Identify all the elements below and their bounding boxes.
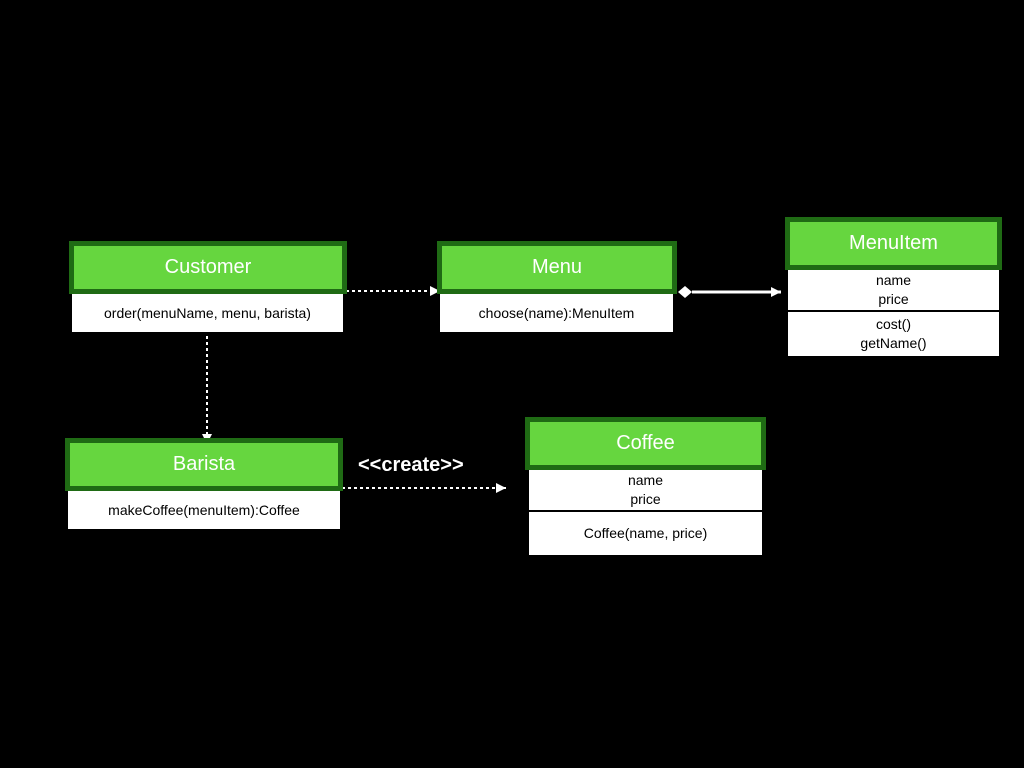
fields-section: name price [788, 270, 999, 310]
class-name: Menu [531, 256, 583, 278]
methods-section: cost() getName() [788, 310, 999, 356]
class-name: Barista [172, 453, 236, 475]
class-customer[interactable]: Customer order(menuName, menu, barista) [69, 241, 347, 332]
field: price [878, 291, 909, 307]
composition-diamond [678, 286, 692, 298]
method: getName() [860, 335, 927, 351]
methods-section: makeCoffee(menuItem):Coffee [68, 491, 340, 529]
methods-section: order(menuName, menu, barista) [72, 294, 343, 332]
class-menu[interactable]: Menu choose(name):MenuItem [437, 241, 677, 332]
class-name: Customer [164, 256, 252, 278]
method: cost() [876, 316, 911, 332]
method: order(menuName, menu, barista) [104, 304, 311, 321]
create-stereotype-label: <<create>> [358, 454, 464, 476]
class-header: Customer [69, 241, 347, 294]
field: name [627, 472, 664, 488]
class-coffee[interactable]: Coffee name price Coffee(name, price) [525, 417, 766, 555]
methods-section: Coffee(name, price) [529, 510, 762, 555]
class-header: MenuItem [785, 217, 1002, 270]
method: makeCoffee(menuItem):Coffee [108, 501, 300, 518]
field: price [630, 491, 661, 507]
class-header: Barista [65, 438, 343, 491]
fields-section: name price [529, 470, 762, 510]
class-name: MenuItem [849, 232, 938, 254]
field: name [875, 272, 912, 288]
class-name: Coffee [616, 432, 675, 454]
methods-section: choose(name):MenuItem [440, 294, 673, 332]
class-header: Coffee [525, 417, 766, 470]
class-menuitem[interactable]: MenuItem name price cost() getName() [785, 217, 1002, 356]
class-barista[interactable]: Barista makeCoffee(menuItem):Coffee [65, 438, 343, 529]
method: choose(name):MenuItem [478, 304, 635, 321]
class-header: Menu [437, 241, 677, 294]
method: Coffee(name, price) [583, 525, 708, 541]
